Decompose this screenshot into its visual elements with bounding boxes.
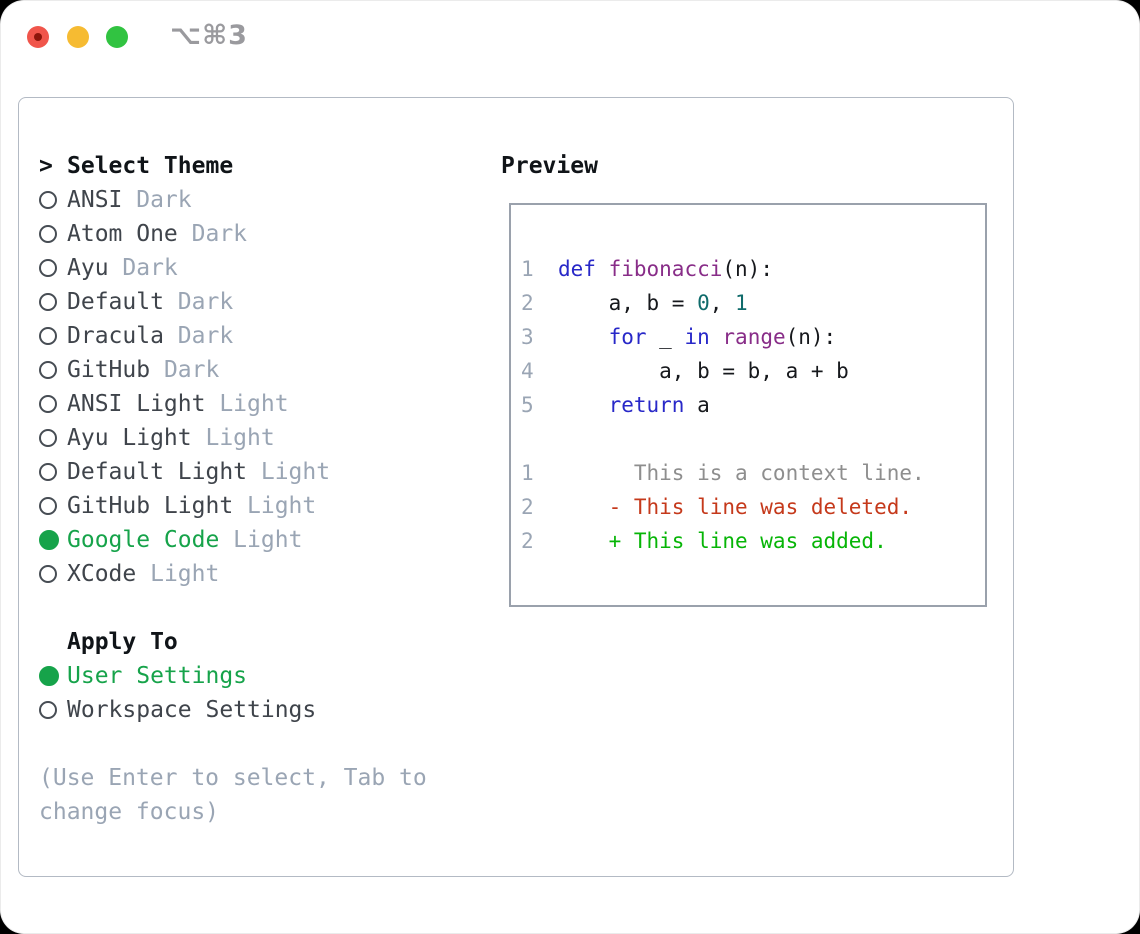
- code-line: 5 return a: [521, 388, 983, 422]
- radio-icon: [39, 497, 57, 515]
- theme-option-ayu-light[interactable]: Ayu Light Light: [39, 421, 330, 455]
- code-line: [521, 422, 983, 456]
- option-label: Ayu: [67, 255, 109, 281]
- line-number: 2: [521, 495, 534, 519]
- code-text: def fibonacci(n):: [558, 257, 773, 281]
- theme-list-header: > Select Theme: [39, 149, 330, 183]
- code-line: 2 a, b = 0, 1: [521, 286, 983, 320]
- apply-to-header: Apply To: [39, 625, 316, 659]
- radio-icon: [39, 327, 57, 345]
- theme-list-title: Select Theme: [67, 153, 234, 179]
- theme-option-atom-one[interactable]: Atom One Dark: [39, 217, 330, 251]
- radio-icon: [39, 463, 57, 481]
- option-variant-label: Light: [233, 493, 317, 519]
- code-text: a, b = 0, 1: [558, 291, 748, 315]
- option-variant-label: Light: [219, 527, 303, 553]
- option-variant-label: Light: [205, 391, 289, 417]
- line-number: 5: [521, 393, 534, 417]
- option-label: Dracula: [67, 323, 164, 349]
- code-line: 3 for _ in range(n):: [521, 320, 983, 354]
- help-line-1: (Use Enter to select, Tab to: [39, 765, 427, 791]
- radio-icon: [39, 565, 57, 583]
- option-label: Google Code: [67, 527, 220, 553]
- radio-icon: [39, 293, 57, 311]
- code-text: This is a context line.: [558, 461, 925, 485]
- option-variant-label: Dark: [108, 255, 178, 281]
- code-text: + This line was added.: [558, 529, 887, 553]
- option-label: XCode: [67, 561, 137, 587]
- line-number: 4: [521, 359, 534, 383]
- line-number: 1: [521, 257, 534, 281]
- option-label: Default: [67, 289, 164, 315]
- radio-icon: [39, 225, 57, 243]
- option-variant-label: Light: [191, 425, 275, 451]
- apply-to-title: Apply To: [67, 629, 178, 655]
- code-line: 2 + This line was added.: [521, 524, 983, 558]
- preview-title: Preview: [501, 153, 598, 179]
- radio-icon: [39, 701, 57, 719]
- theme-option-xcode[interactable]: XCode Light: [39, 557, 330, 591]
- option-label: GitHub Light: [67, 493, 234, 519]
- code-line: 4 a, b = b, a + b: [521, 354, 983, 388]
- option-label: ANSI Light: [67, 391, 206, 417]
- option-variant-label: Dark: [163, 289, 234, 315]
- option-variant-label: Dark: [122, 187, 192, 213]
- code-line: 1 def fibonacci(n):: [521, 252, 983, 286]
- line-number: [521, 422, 546, 456]
- radio-icon: [39, 191, 57, 209]
- window-shortcut-label: ⌥⌘3: [170, 20, 248, 51]
- radio-icon: [39, 395, 57, 413]
- code-line: 2 - This line was deleted.: [521, 490, 983, 524]
- line-number: 2: [521, 529, 534, 553]
- option-variant-label: Light: [136, 561, 220, 587]
- option-variant-label: Dark: [177, 221, 248, 247]
- line-number: 2: [521, 291, 534, 315]
- help-line-2: change focus): [39, 799, 220, 825]
- option-label: ANSI: [67, 187, 123, 213]
- option-label: Ayu Light: [67, 425, 192, 451]
- close-button[interactable]: [27, 26, 49, 48]
- code-line: 1 This is a context line.: [521, 456, 983, 490]
- code-text: - This line was deleted.: [558, 495, 913, 519]
- zoom-button[interactable]: [106, 26, 128, 48]
- radio-icon: [39, 259, 57, 277]
- minimize-button[interactable]: [67, 26, 89, 48]
- focus-caret: >: [39, 153, 53, 179]
- theme-option-dracula[interactable]: Dracula Dark: [39, 319, 330, 353]
- radio-icon: [39, 429, 57, 447]
- radio-icon: [39, 361, 57, 379]
- theme-option-github-light[interactable]: GitHub Light Light: [39, 489, 330, 523]
- code-text: for _ in range(n):: [608, 325, 837, 349]
- line-number: 3: [521, 325, 534, 349]
- option-label: Atom One: [67, 221, 178, 247]
- theme-option-ayu[interactable]: Ayu Dark: [39, 251, 330, 285]
- radio-selected-icon: [39, 530, 59, 550]
- apply-option-workspace-settings[interactable]: Workspace Settings: [39, 693, 316, 727]
- theme-option-default[interactable]: Default Dark: [39, 285, 330, 319]
- option-label: Default Light: [67, 459, 248, 485]
- option-variant-label: Light: [247, 459, 331, 485]
- code-text: return a: [608, 393, 710, 417]
- option-label: Workspace Settings: [67, 697, 317, 723]
- theme-option-github[interactable]: GitHub Dark: [39, 353, 330, 387]
- radio-selected-icon: [39, 666, 59, 686]
- option-variant-label: Dark: [163, 323, 234, 349]
- help-text: (Use Enter to select, Tab to change focu…: [39, 761, 427, 829]
- theme-option-ansi[interactable]: ANSI Dark: [39, 183, 330, 217]
- theme-option-google-code[interactable]: Google Code Light: [39, 523, 330, 557]
- title-bar: ⌥⌘3: [0, 0, 1140, 72]
- theme-option-ansi-light[interactable]: ANSI Light Light: [39, 387, 330, 421]
- code-text: a, b = b, a + b: [558, 359, 849, 383]
- option-label: GitHub: [67, 357, 151, 383]
- apply-option-user-settings[interactable]: User Settings: [39, 659, 316, 693]
- option-label: User Settings: [67, 663, 248, 689]
- line-number: 1: [521, 461, 534, 485]
- theme-option-default-light[interactable]: Default Light Light: [39, 455, 330, 489]
- option-variant-label: Dark: [150, 357, 220, 383]
